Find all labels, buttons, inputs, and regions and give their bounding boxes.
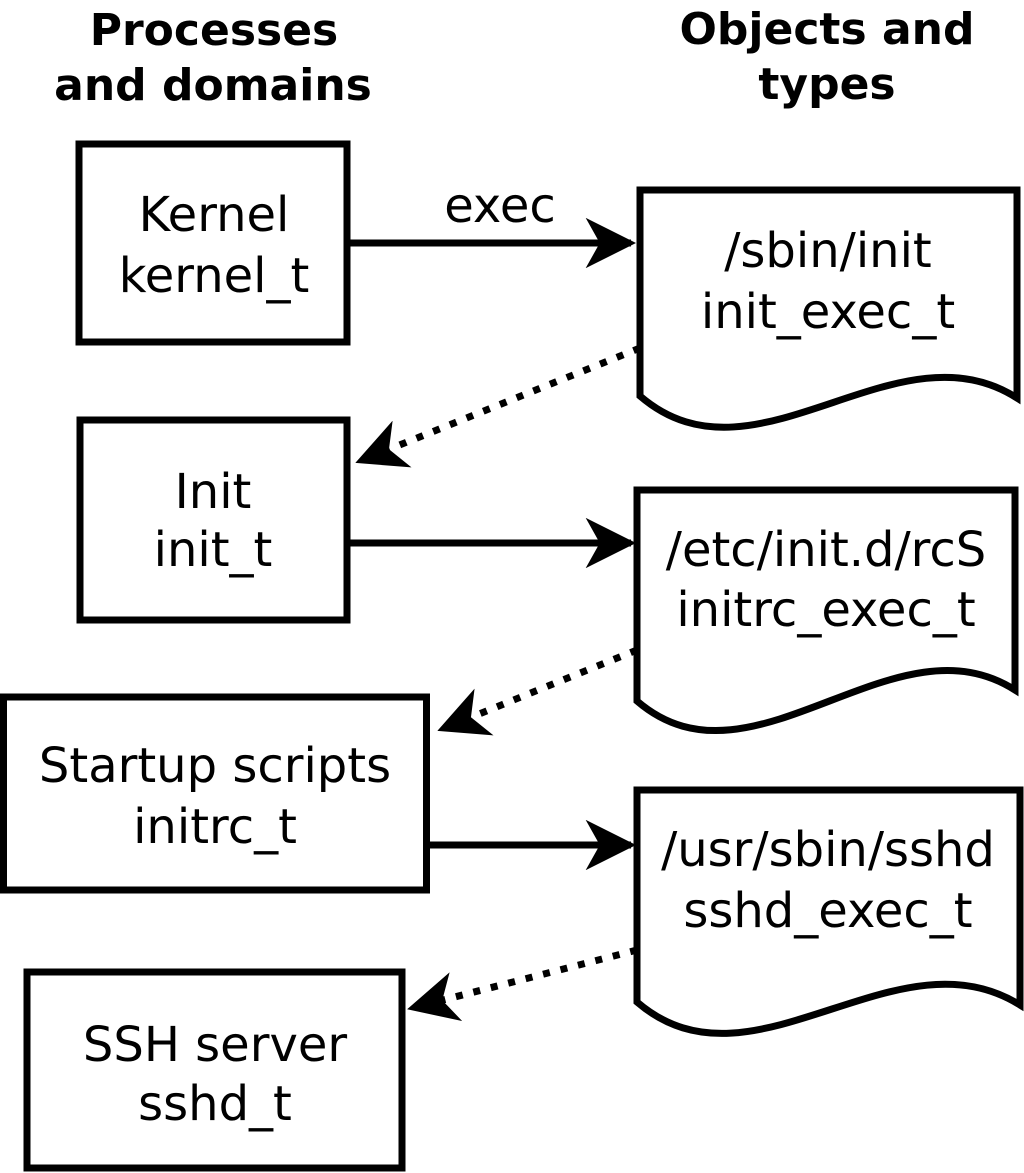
object-doc-etc-initd-rcS-type: initrc_exec_t xyxy=(676,582,975,638)
process-box-kernel-name: Kernel xyxy=(139,187,290,243)
object-doc-sbin-init-path: /sbin/init xyxy=(724,223,932,279)
object-doc-sbin-init-shape xyxy=(636,186,1021,431)
process-box-kernel: Kernel kernel_t xyxy=(75,140,351,346)
process-box-ssh-server-rect xyxy=(23,968,406,1172)
object-doc-etc-initd-rcS-path: /etc/init.d/rcS xyxy=(666,522,986,578)
process-box-init-name: Init xyxy=(175,464,252,520)
process-box-init-domain: init_t xyxy=(154,522,273,578)
object-doc-usr-sbin-sshd-path: /usr/sbin/sshd xyxy=(661,822,995,878)
exec-arrow-label: exec xyxy=(444,178,556,234)
object-doc-sbin-init-type: init_exec_t xyxy=(701,284,955,340)
object-doc-sbin-init: /sbin/init init_exec_t xyxy=(636,186,1021,431)
transition-arrow-sshd-exec-to-sshd xyxy=(407,946,638,1022)
object-doc-usr-sbin-sshd-type: sshd_exec_t xyxy=(683,883,972,939)
process-box-startup-scripts-name: Startup scripts xyxy=(39,738,391,794)
process-box-init: Init init_t xyxy=(76,416,351,624)
process-box-ssh-server-name: SSH server xyxy=(83,1017,348,1073)
object-doc-etc-initd-rcS-shape xyxy=(633,486,1019,735)
column-header-processes-line2: and domains xyxy=(54,60,372,111)
object-doc-etc-initd-rcS: /etc/init.d/rcS initrc_exec_t xyxy=(633,486,1019,735)
object-doc-usr-sbin-sshd-shape xyxy=(633,786,1024,1037)
process-box-kernel-rect xyxy=(75,140,351,346)
process-box-kernel-domain: kernel_t xyxy=(119,248,310,304)
transition-arrow-rcS-to-initrc xyxy=(437,646,639,736)
column-header-processes-line1: Processes xyxy=(90,5,339,56)
process-box-startup-scripts-rect xyxy=(0,693,430,894)
process-box-ssh-server-domain: sshd_t xyxy=(138,1076,292,1132)
process-box-startup-scripts-domain: initrc_t xyxy=(133,799,297,855)
object-doc-usr-sbin-sshd: /usr/sbin/sshd sshd_exec_t xyxy=(633,786,1024,1037)
column-header-objects-line2: types xyxy=(758,59,895,110)
transition-arrow-sbin-init-to-init xyxy=(355,344,642,468)
process-box-startup-scripts: Startup scripts initrc_t xyxy=(0,693,430,894)
process-box-init-rect xyxy=(76,416,351,624)
process-box-ssh-server: SSH server sshd_t xyxy=(23,968,406,1172)
column-header-objects-line1: Objects and xyxy=(680,4,975,55)
